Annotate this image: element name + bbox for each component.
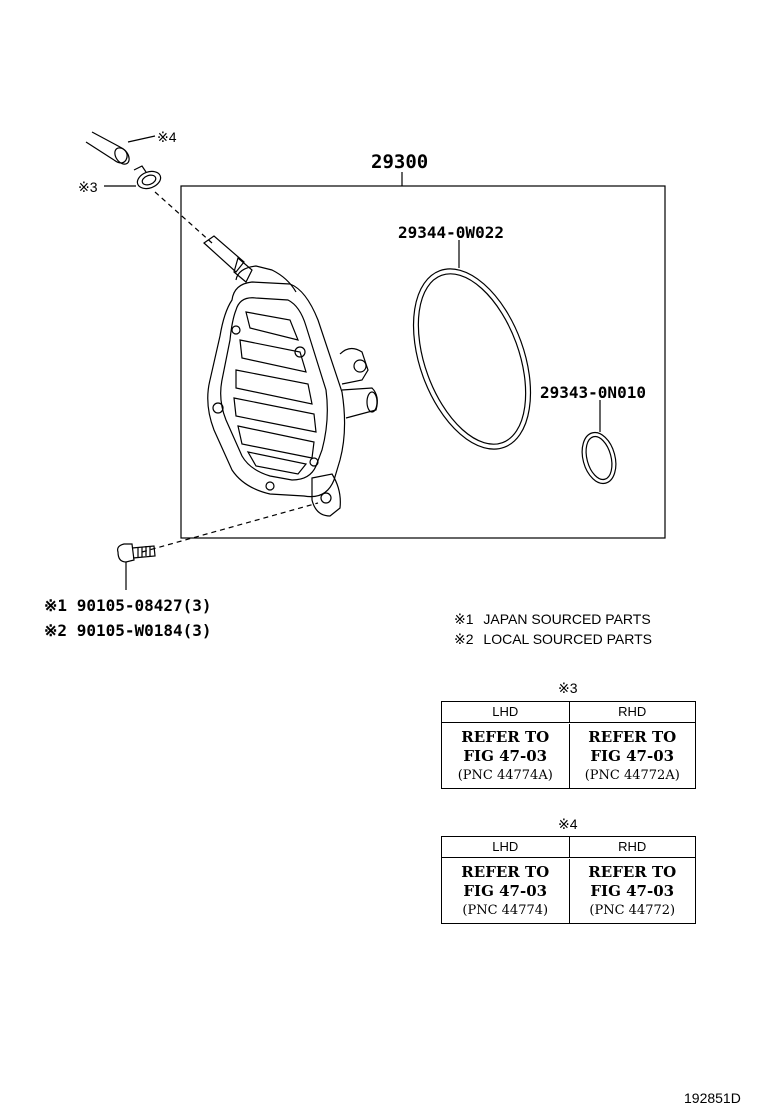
table-3-marker: ※3: [558, 680, 578, 696]
table-header-rhd: RHD: [568, 702, 695, 723]
bolt-part-number: 90105-W0184(3): [76, 621, 212, 640]
legend-row-1: ※1 JAPAN SOURCED PARTS: [454, 612, 651, 626]
table-header-rhd: RHD: [568, 837, 695, 858]
cell-line: FIG 47-03: [463, 882, 548, 900]
bolt-part-number: 90105-08427(3): [76, 596, 212, 615]
bolt-marker: ※1: [44, 596, 68, 615]
vacuum-pump-drawing: [203, 235, 378, 517]
table-cell-lhd: REFER TO FIG 47-03 (PNC 44774): [442, 859, 569, 923]
o-ring-large-drawing: [412, 268, 532, 450]
bolt-drawing: [117, 543, 156, 563]
hose-leader: [127, 135, 156, 143]
nozzle-guide-line: [154, 191, 213, 244]
cell-line: FIG 47-03: [590, 747, 675, 765]
table-cell-rhd: REFER TO FIG 47-03 (PNC 44772): [568, 859, 696, 923]
cell-line: REFER TO: [461, 863, 550, 881]
cell-line: REFER TO: [588, 728, 677, 746]
legend-text: LOCAL SOURCED PARTS: [483, 631, 652, 647]
legend-text: JAPAN SOURCED PARTS: [483, 611, 651, 627]
legend-marker: ※1: [454, 611, 474, 627]
clamp-marker-label: ※3: [78, 179, 98, 195]
reference-table-4: LHD RHD REFER TO FIG 47-03 (PNC 44774) R…: [441, 836, 696, 924]
table-cell-lhd: REFER TO FIG 47-03 (PNC 44774A): [442, 724, 569, 788]
legend-marker: ※2: [454, 631, 474, 647]
o-ring-small-label: 29343-0N010: [540, 383, 646, 402]
legend-row-2: ※2 LOCAL SOURCED PARTS: [454, 632, 652, 646]
cell-pnc: (PNC 44774): [462, 903, 549, 918]
table-header-lhd: LHD: [442, 837, 569, 858]
assembly-number-label: 29300: [371, 151, 429, 173]
bolt-marker: ※2: [44, 621, 68, 640]
bolt-guide-line: [141, 502, 319, 553]
o-ring-small-drawing: [581, 431, 617, 485]
bolt-row-2: ※2 90105-W0184(3): [44, 623, 212, 639]
hose-marker-label: ※4: [157, 129, 177, 145]
cell-line: REFER TO: [588, 863, 677, 881]
figure-id: 192851D: [684, 1090, 741, 1106]
clamp-drawing: [133, 165, 162, 190]
table-header-lhd: LHD: [442, 702, 569, 723]
hose-drawing: [85, 131, 130, 165]
assembly-box: [180, 185, 666, 539]
table-cell-rhd: REFER TO FIG 47-03 (PNC 44772A): [568, 724, 696, 788]
cell-line: FIG 47-03: [590, 882, 675, 900]
cell-pnc: (PNC 44774A): [457, 768, 553, 783]
cell-pnc: (PNC 44772A): [584, 768, 680, 783]
cell-pnc: (PNC 44772): [589, 903, 676, 918]
cell-line: FIG 47-03: [463, 747, 548, 765]
reference-table-3: LHD RHD REFER TO FIG 47-03 (PNC 44774A) …: [441, 701, 696, 789]
table-4-marker: ※4: [558, 816, 578, 832]
cell-line: REFER TO: [461, 728, 550, 746]
bolt-row-1: ※1 90105-08427(3): [44, 598, 212, 614]
o-ring-large-label: 29344-0W022: [398, 223, 504, 242]
